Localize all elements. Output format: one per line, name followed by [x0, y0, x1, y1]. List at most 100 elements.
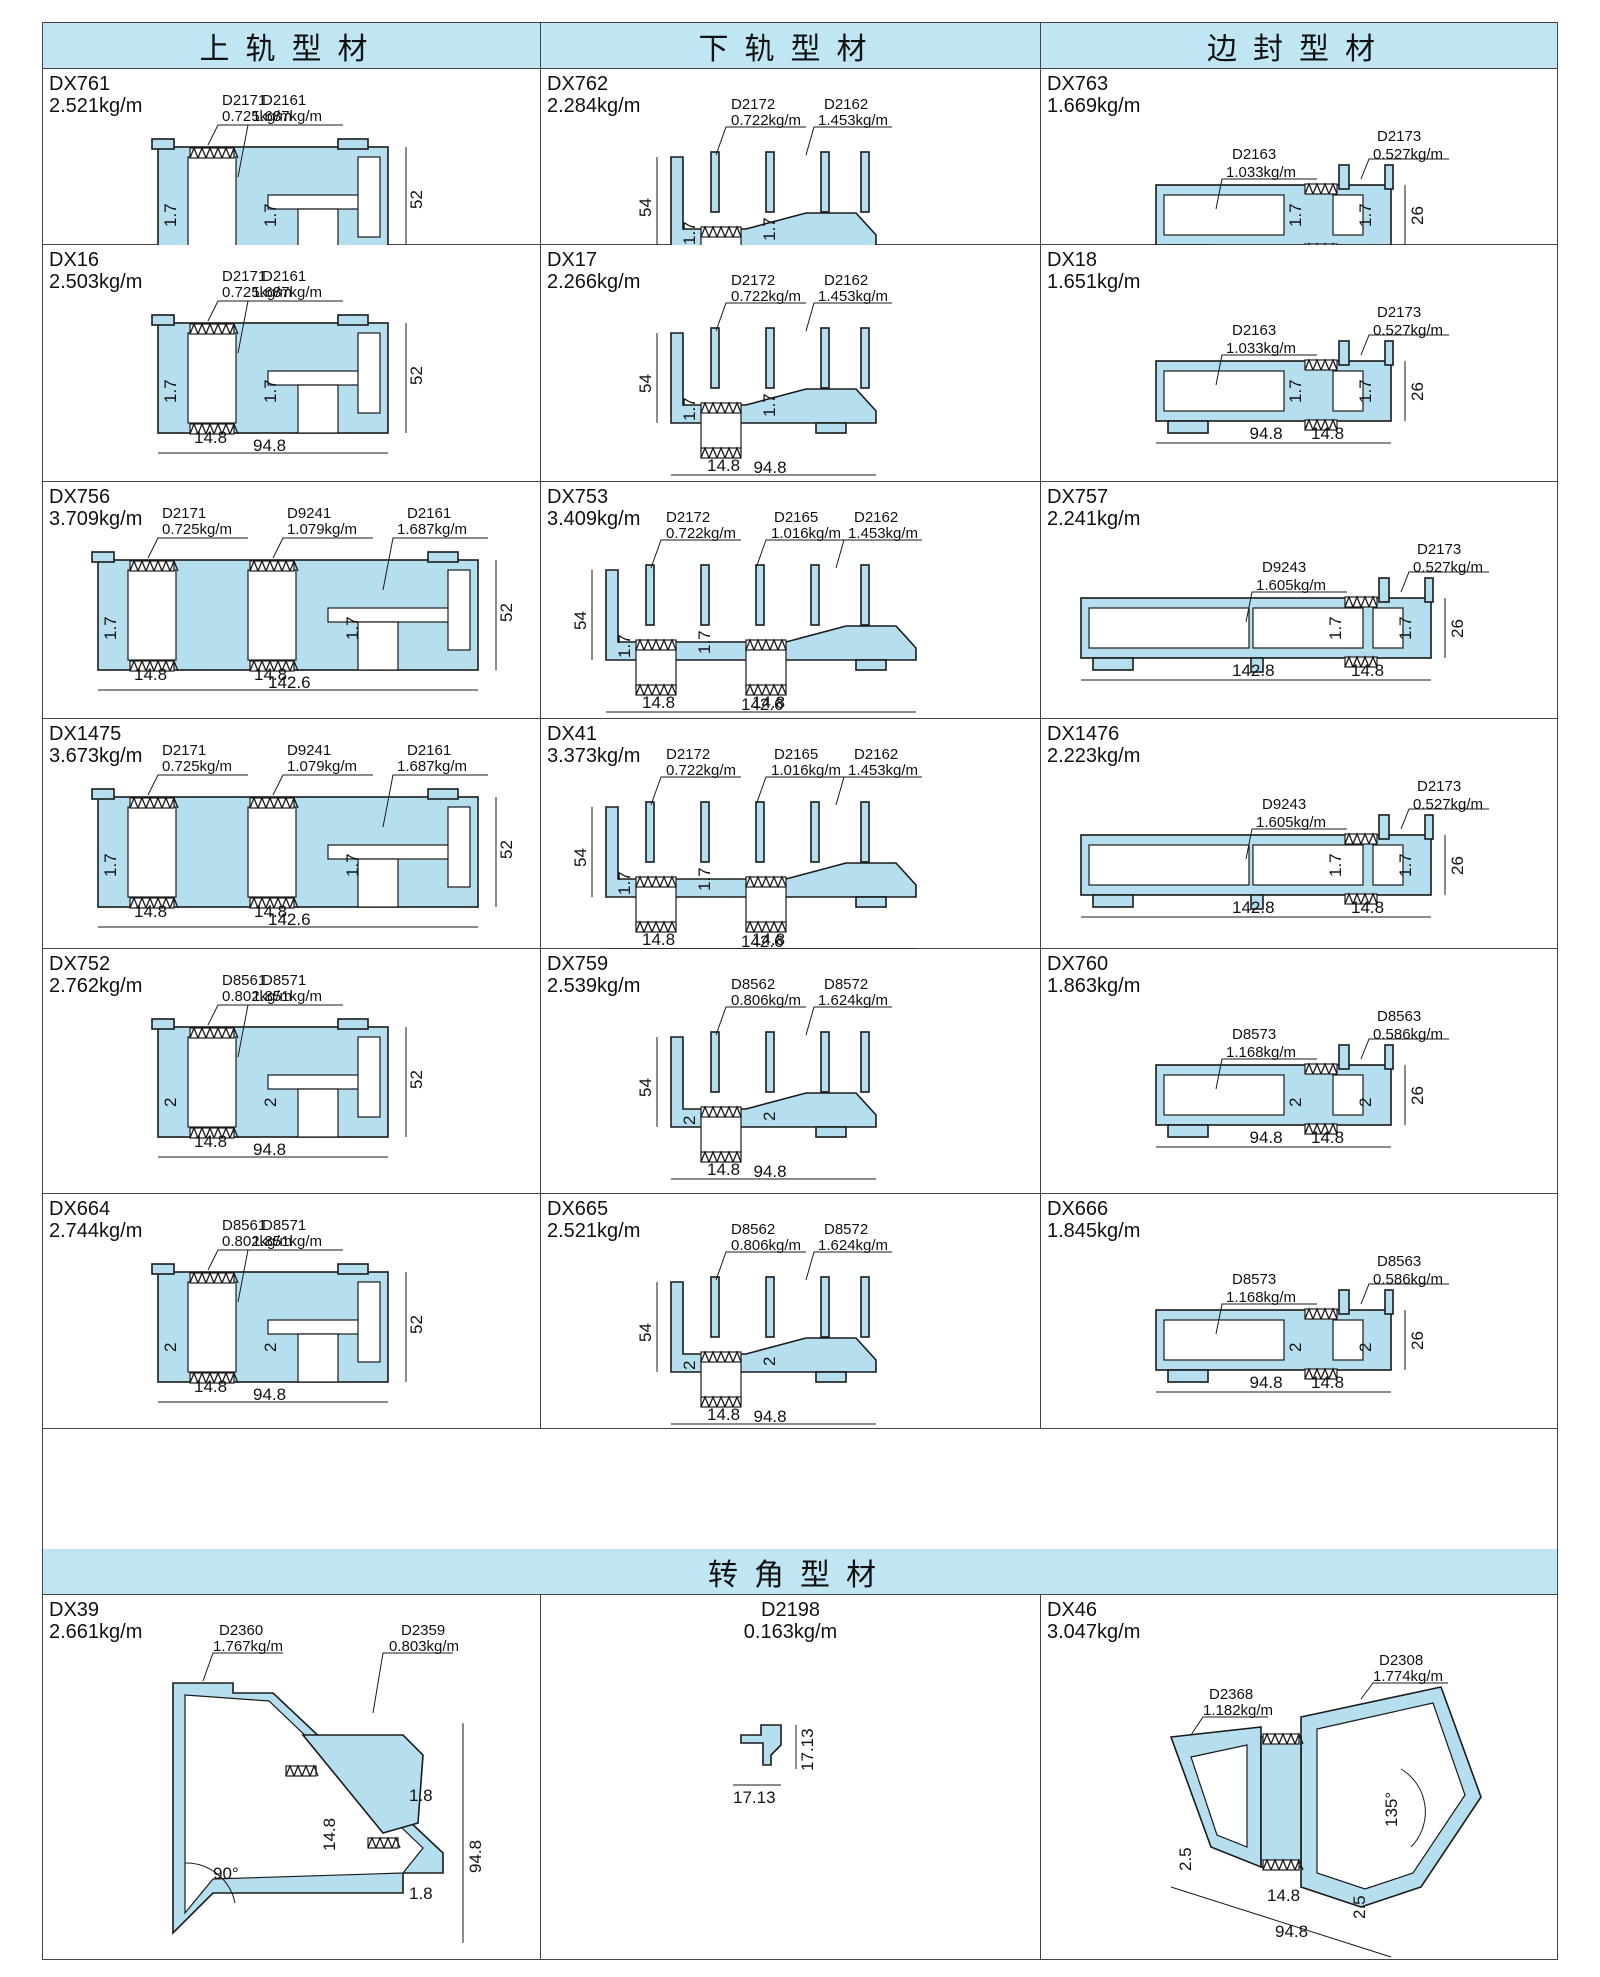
dim-gap: 14.8	[1311, 1128, 1344, 1147]
top-lip	[337, 314, 369, 326]
part-code: D2161	[407, 505, 451, 522]
gasket-icon	[367, 1836, 401, 1849]
part-weight: 1.767kg/m	[213, 1638, 283, 1655]
chamber	[700, 410, 742, 452]
dim-gap: 14.8	[320, 1818, 339, 1851]
gasket-icon	[129, 796, 179, 809]
profile-weight: 2.284kg/m	[547, 95, 641, 117]
fin-wall	[1384, 1044, 1394, 1070]
gasket-icon	[189, 1271, 239, 1284]
gasket-icon	[129, 559, 179, 572]
chamber	[1252, 844, 1364, 886]
dim-gap: 14.8	[707, 456, 740, 475]
dim-wall: 1.7	[101, 616, 120, 640]
part-code: D8571	[262, 1217, 306, 1234]
profile-weight: 2.266kg/m	[547, 271, 641, 293]
gasket-icon	[129, 659, 179, 672]
profile-body	[740, 1724, 782, 1766]
profile-weight: 3.709kg/m	[49, 508, 143, 530]
profile-weight: 3.047kg/m	[1047, 1621, 1141, 1643]
gasket-icon	[635, 638, 677, 651]
top-lip	[91, 551, 115, 563]
fin-wall	[820, 151, 830, 213]
fin-wall	[710, 1276, 720, 1338]
foot	[1092, 894, 1134, 908]
dim-wall: 1.7	[1396, 853, 1415, 877]
top-lip	[427, 788, 459, 800]
part-weight: 0.725kg/m	[162, 758, 232, 775]
part-code: D8561	[222, 972, 266, 989]
part-weight: 0.586kg/m	[1373, 1271, 1443, 1288]
dim-width: 94.8	[754, 1407, 787, 1426]
gasket-icon	[129, 896, 179, 909]
dim-width: 94.8	[253, 436, 286, 455]
profile-body	[670, 332, 877, 424]
dim-height: 26	[1448, 856, 1467, 875]
side-chamber	[357, 1281, 381, 1363]
part-code: D9241	[287, 505, 331, 522]
part-code: D2171	[162, 505, 206, 522]
gasket-icon	[1304, 418, 1338, 431]
dim-wall: 1.7	[615, 871, 634, 895]
lower-chamber	[297, 1333, 339, 1383]
small-chamber	[1332, 1319, 1364, 1361]
lower-chamber	[297, 208, 339, 245]
chamber	[635, 647, 677, 689]
part-weight: 0.725kg/m	[162, 521, 232, 538]
dim-wall: 2	[760, 1112, 779, 1121]
gasket-icon	[700, 1150, 742, 1163]
profile-drawing: D21710.725kg/mD92411.079kg/mD21611.687kg…	[91, 505, 516, 692]
dim-wall: 2	[1286, 1343, 1305, 1352]
gasket-icon	[189, 146, 239, 159]
gasket-icon	[700, 446, 742, 459]
dim-wall: 2	[161, 1098, 180, 1107]
part-weight: 1.687kg/m	[397, 521, 467, 538]
part-code: D2162	[824, 96, 868, 113]
profile-weight: 0.163kg/m	[743, 1621, 838, 1643]
dim-gap: 14.8	[254, 665, 287, 684]
part-code: D2360	[219, 1622, 263, 1639]
dim-gap: 14.8	[642, 693, 675, 712]
part-code: D2161	[262, 92, 306, 109]
dim-wall: 2	[1356, 1098, 1375, 1107]
lower-chamber	[357, 621, 399, 671]
section-header-row: 上轨型材 下轨型材 边封型材	[43, 23, 1557, 69]
fin-wall	[860, 1276, 870, 1338]
small-chamber	[1332, 370, 1364, 412]
profile-code: DX18	[1047, 249, 1098, 271]
part-weight: 1.774kg/m	[1373, 1668, 1443, 1685]
profile-code: DX761	[49, 73, 111, 95]
part-weight: 1.033kg/m	[1226, 340, 1296, 357]
rail-slot	[267, 194, 369, 210]
profile-code: DX666	[1047, 1198, 1109, 1220]
profile-code: D2198	[761, 1599, 820, 1621]
chamber	[187, 1281, 237, 1373]
fin-wall	[1384, 340, 1394, 366]
top-lip	[151, 1018, 175, 1030]
fin-wall	[1384, 164, 1394, 190]
dim-wall: 2.5	[1350, 1895, 1369, 1919]
gasket-icon	[1304, 1307, 1338, 1320]
dim-gap: 14.8	[194, 428, 227, 447]
small-chamber	[1372, 607, 1404, 649]
dim-width: 94.8	[1250, 424, 1283, 443]
part-weight: 0.722kg/m	[666, 525, 736, 542]
dim-width: 94.8	[754, 1162, 787, 1181]
part-weight: 1.182kg/m	[1203, 1702, 1273, 1719]
sash-profile	[301, 1734, 424, 1834]
dim-wall: 1.7	[261, 203, 280, 227]
gasket-icon	[189, 422, 239, 435]
fin-wall	[1424, 814, 1434, 840]
